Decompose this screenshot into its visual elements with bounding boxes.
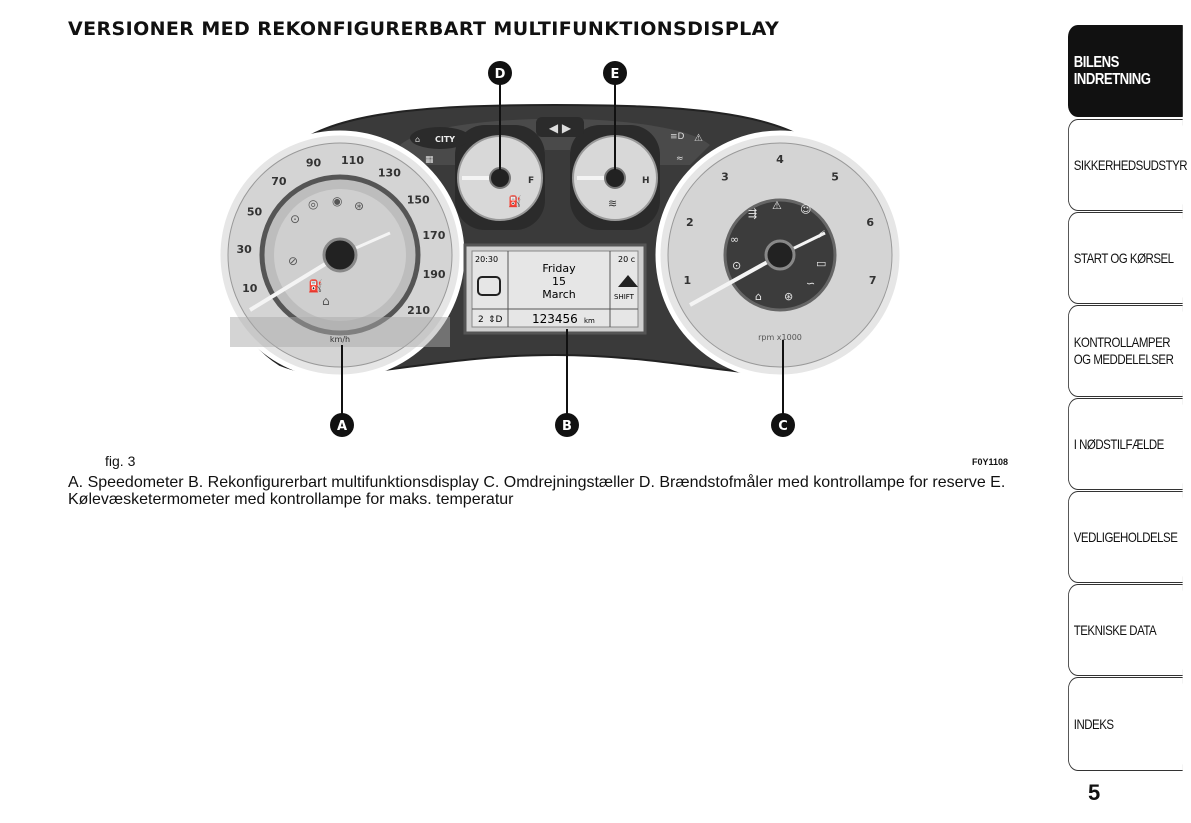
display-day: Friday [542,262,576,275]
speedo-tick-label: 70 [271,175,287,188]
callout-c: C [771,413,795,437]
svg-text:⊛: ⊛ [354,199,364,213]
tacho-tick-label: 3 [721,170,729,183]
display-temperature: 20 c [618,255,635,264]
svg-text:⛽: ⛽ [508,195,522,208]
svg-text:▦: ▦ [425,155,434,165]
tab-label: VEDLIGEHOLDELSE [1074,529,1178,546]
speedo-tick-label: 130 [378,167,401,180]
tacho-tick-label: 6 [866,216,874,229]
display-odometer: 123456 [532,312,578,326]
tacho-tick-label: 2 [686,216,694,229]
svg-text:∞: ∞ [730,233,739,246]
tab-label: OG MEDDELELSER [1074,351,1174,368]
figure-caption: A. Speedometer B. Rekonfigurerbart multi… [68,474,1038,508]
tacho-unit: rpm x1000 [758,333,802,342]
multifunction-display: 20:30 Friday 15 March 20 c SHIFT 2 ⇕D 12… [465,245,645,333]
display-time: 20:30 [475,255,498,264]
tab-label: I NØDSTILFÆLDE [1074,436,1164,453]
svg-text:⛽: ⛽ [308,279,323,293]
svg-text:⌂: ⌂ [322,294,330,308]
fuel-full-label: F [528,176,534,186]
figure-label: fig. 3 [105,453,135,469]
tab-label: KONTROLLAMPER [1074,334,1174,351]
svg-text:≈: ≈ [676,154,684,164]
page-title: VERSIONER MED REKONFIGURERBART MULTIFUNK… [68,18,779,40]
speedo-tick-label: 210 [407,304,430,317]
tacho-tick-label: 5 [831,170,839,183]
speedo-tick-label: 30 [237,243,253,256]
svg-text:B: B [562,419,572,434]
temp-high-label: H [642,176,650,186]
tacho-tick-label: 7 [869,274,877,287]
city-label: CITY [435,135,455,144]
tab-label: START OG KØRSEL [1074,250,1174,267]
tacho-tick-label: 1 [683,274,691,287]
svg-text:◀ ▶: ◀ ▶ [549,121,572,135]
svg-text:A: A [337,419,347,434]
svg-text:⌂: ⌂ [415,135,420,144]
svg-text:⊘: ⊘ [288,254,298,268]
tab-sikkerhedsudstyr[interactable]: SIKKERHEDSUDSTYR [1068,119,1183,211]
speedo-tick-label: 10 [242,282,258,295]
speedometer-dial: km/h ⊙ ◎ ◉ ⊛ ⊘ ⛽ ⌂ 10 30 50 70 90 110 130 150 17… [218,133,462,377]
svg-text:∽: ∽ [806,277,815,290]
svg-text:◉: ◉ [332,194,342,208]
speedo-unit: km/h [330,335,350,344]
tab-label: TEKNISKE DATA [1074,622,1156,639]
tab-vedligeholdelse[interactable]: VEDLIGEHOLDELSE [1068,491,1183,583]
svg-text:D: D [495,67,506,82]
tacho-tick-label: 4 [776,153,784,166]
display-date: 15 [552,275,566,288]
speedo-tick-label: 90 [306,157,322,170]
svg-text:⚠: ⚠ [772,199,782,212]
svg-text:⇕D: ⇕D [488,315,503,325]
display-shift: SHIFT [614,293,635,301]
display-gear: 2 [478,315,484,325]
tab-tekniske-data[interactable]: TEKNISKE DATA [1068,584,1183,676]
svg-text:⊙: ⊙ [732,259,741,272]
svg-text:⚡: ⚡ [818,228,826,241]
callout-d: D [488,61,512,85]
tab-indeks[interactable]: INDEKS [1068,677,1183,771]
tab-label: INDEKS [1074,716,1114,733]
speedo-tick-label: 50 [247,205,263,218]
svg-text:▭: ▭ [816,257,826,270]
tab-i-nodstilfaelde[interactable]: I NØDSTILFÆLDE [1068,398,1183,490]
svg-text:≋: ≋ [608,197,617,210]
callout-a: A [330,413,354,437]
svg-text:⚠: ⚠ [694,133,703,144]
svg-text:≡D: ≡D [670,132,685,142]
svg-text:⌂: ⌂ [755,290,762,303]
speedo-tick-label: 170 [422,229,445,242]
speedo-tick-label: 110 [341,154,364,167]
page-number: 5 [1088,780,1100,806]
svg-text:◎: ◎ [308,197,318,211]
tachometer-dial: rpm x1000 ⇶ ⚠ ☺ ∞ ⚡ ⊙ ▭ ⌂ ⊛ ∽ 1 2 3 4 5 6 7 [658,133,900,377]
display-odometer-unit: km [584,317,595,325]
svg-text:⇶: ⇶ [748,207,757,220]
svg-text:⊛: ⊛ [784,290,793,303]
speedo-tick-label: 190 [423,268,446,281]
callout-b: B [555,413,579,437]
svg-text:☺: ☺ [800,203,811,216]
svg-text:⊙: ⊙ [290,212,300,226]
callout-e: E [603,61,627,85]
display-month: March [542,288,576,301]
svg-text:E: E [611,67,620,82]
figure-code: F0Y1108 [972,457,1008,467]
tab-label: SIKKERHEDSUDSTYR [1074,157,1187,174]
svg-text:C: C [778,419,788,434]
tab-label: INDRETNING [1074,71,1151,88]
tab-label: BILENS [1074,54,1151,71]
speedo-tick-label: 150 [407,193,430,206]
tab-start-og-korsel[interactable]: START OG KØRSEL [1068,212,1183,304]
